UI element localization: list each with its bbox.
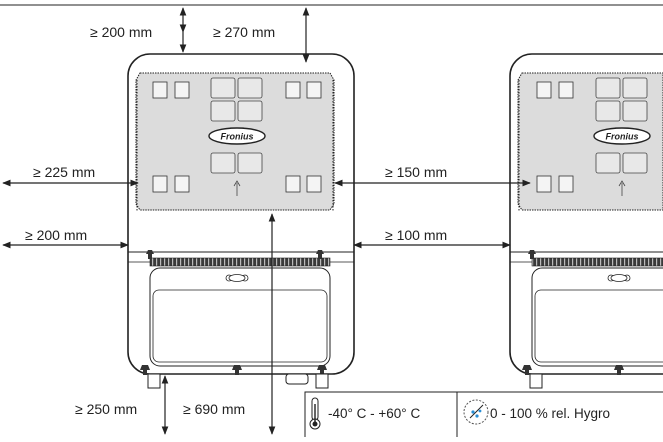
dimension-arrows bbox=[2, 7, 531, 435]
fronius-logo-right-text: Fronius bbox=[606, 132, 639, 142]
temperature-range: -40° C - +60° C bbox=[328, 406, 420, 421]
label-left-lower: ≥ 200 mm bbox=[25, 227, 87, 243]
fronius-logo-text: Fronius bbox=[221, 132, 254, 142]
humidity-range: 0 - 100 % rel. Hygro bbox=[490, 406, 610, 421]
inverter-right-cover bbox=[531, 267, 663, 367]
label-left-upper: ≥ 225 mm bbox=[33, 164, 95, 180]
label-bottom-center: ≥ 690 mm bbox=[183, 401, 245, 417]
inverter-right-brackets bbox=[536, 81, 574, 193]
inverter-left-cover bbox=[149, 267, 331, 367]
inverter-left-cover-inner bbox=[152, 289, 328, 363]
inverter-left-brackets bbox=[152, 81, 322, 193]
label-between-upper: ≥ 150 mm bbox=[385, 164, 447, 180]
inverter-left-vent bbox=[149, 257, 331, 267]
inverter-left-screws bbox=[140, 250, 327, 375]
label-top-right: ≥ 270 mm bbox=[213, 24, 275, 40]
inverter-right-vent bbox=[531, 257, 663, 267]
inverter-left-foot-right bbox=[315, 373, 329, 389]
fronius-logo-right bbox=[593, 127, 651, 145]
label-top-left: ≥ 200 mm bbox=[90, 24, 152, 40]
inverter-left-handle bbox=[228, 274, 246, 282]
thermometer-icon bbox=[309, 397, 321, 430]
inverter-left-knockouts bbox=[210, 77, 263, 174]
label-bottom-left: ≥ 250 mm bbox=[75, 401, 137, 417]
inverter-right-foot bbox=[529, 373, 543, 389]
inverter-right: Fronius bbox=[509, 53, 663, 389]
hygrometer-icon bbox=[463, 399, 489, 425]
label-between-lower: ≥ 100 mm bbox=[385, 227, 447, 243]
inverter-left-foot-left bbox=[147, 373, 161, 389]
inverter-right-knockouts bbox=[595, 77, 648, 174]
inverter-left-foot-middle bbox=[285, 373, 309, 385]
inverter-right-screws bbox=[522, 250, 624, 375]
inverter-left: Fronius bbox=[127, 53, 355, 389]
fronius-logo bbox=[208, 127, 266, 145]
dimension-labels: ≥ 200 mm ≥ 270 mm ≥ 225 mm ≥ 200 mm ≥ 15… bbox=[25, 24, 447, 417]
conditions-box: -40° C - +60° C 0 - 100 % rel. Hygro bbox=[304, 391, 663, 442]
